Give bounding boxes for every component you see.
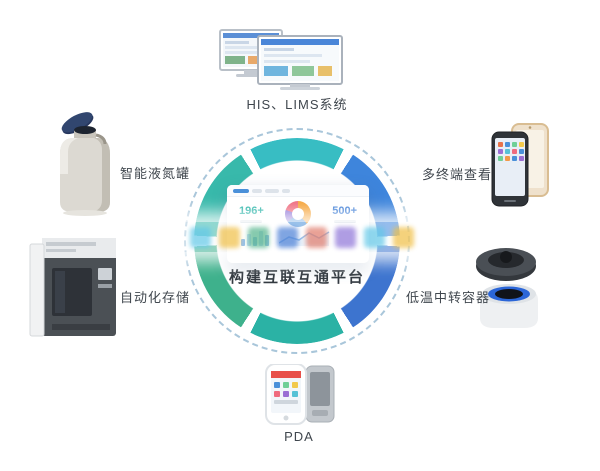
stat-right: 500+ [332, 204, 357, 223]
watermark-glyph [335, 226, 356, 248]
node-label-multi-terminal: 多终端查看 [422, 167, 493, 182]
node-label-pda: PDA [284, 429, 314, 444]
watermark-glyph [248, 226, 269, 248]
dashboard-card: 196+ 500+ [227, 185, 369, 263]
smartphones-icon [490, 122, 550, 213]
node-label-nitrogen-tank: 智能液氮罐 [120, 166, 191, 181]
dashboard-header [227, 185, 369, 197]
stat-left: 196+ [239, 204, 264, 223]
pda-scanner-icon [262, 363, 338, 431]
dashboard-stats-row: 196+ 500+ [227, 197, 369, 227]
liquid-nitrogen-tank-icon [52, 112, 116, 221]
watermark-glyph [277, 226, 298, 248]
stat-right-caption-bar [333, 219, 356, 223]
desktop-monitors-icon [214, 28, 346, 97]
watermark-glyph [364, 226, 385, 248]
automated-storage-icon [28, 234, 120, 345]
platform-title: 构建互联互通平台 [228, 269, 365, 286]
dashboard-nav-pill [265, 188, 279, 193]
watermark-glyph [219, 226, 240, 248]
dashboard-logo-pill [233, 188, 249, 193]
node-label-automated-storage: 自动化存储 [120, 290, 191, 305]
cryo-transfer-container-icon [466, 244, 552, 337]
stat-left-value: 196+ [239, 204, 264, 217]
mini-donut-chart [285, 201, 311, 227]
watermark-glyph [393, 226, 414, 248]
node-label-cryo-container: 低温中转容器 [406, 290, 491, 305]
stat-left-caption-bar [240, 219, 263, 223]
dashboard-nav-pill [252, 188, 262, 193]
watermark-glyph [190, 226, 211, 248]
node-label-his-lims: HIS、LIMS系统 [246, 97, 348, 112]
watermark-glyph [306, 226, 327, 248]
dashboard-nav-pill [282, 188, 290, 193]
stat-right-value: 500+ [332, 204, 357, 217]
watermark [164, 222, 440, 252]
